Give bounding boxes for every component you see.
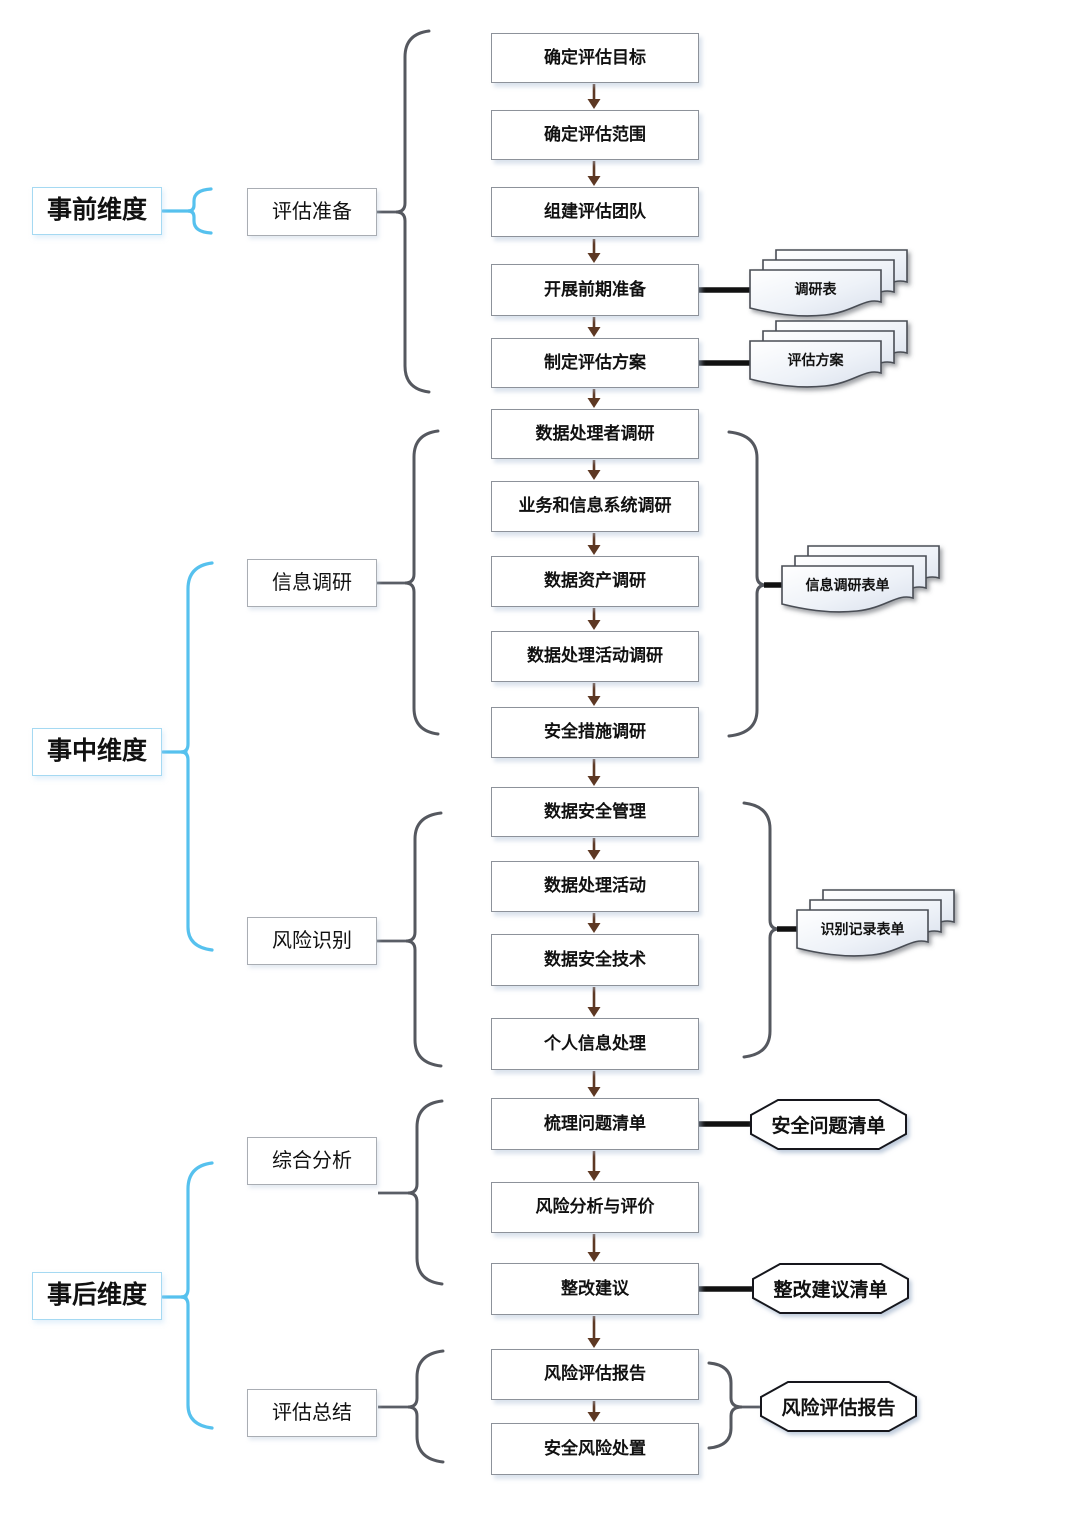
flow-step-label: 确定评估范围 <box>544 124 646 144</box>
flow-step: 个人信息处理 <box>491 1018 699 1070</box>
stage-label: 风险识别 <box>272 930 352 952</box>
dimension-label: 事前维度 <box>46 196 147 225</box>
document-stack <box>781 545 940 613</box>
flow-step: 业务和信息系统调研 <box>491 481 699 532</box>
output-label: 整改建议清单 <box>773 1280 888 1301</box>
stage-box-research: 信息调研 <box>247 559 377 607</box>
flow-arrow-group <box>587 84 601 1422</box>
octagon-shape <box>750 1099 917 1432</box>
dimension-box-during: 事中维度 <box>32 728 162 776</box>
dimension-brace-group <box>161 187 214 1430</box>
flow-step-label: 确定评估目标 <box>544 47 646 67</box>
flow-step-label: 安全措施调研 <box>544 722 646 742</box>
stage-box-analysis: 综合分析 <box>247 1137 377 1185</box>
document-label: 识别记录表单 <box>820 921 905 937</box>
flow-step: 确定评估范围 <box>491 110 699 160</box>
document-stack <box>796 889 955 957</box>
group-brace-left <box>395 29 445 1464</box>
flow-step: 数据处理者调研 <box>491 409 699 459</box>
document-label: 调研表 <box>794 281 837 297</box>
dimension-label: 事中维度 <box>46 737 147 766</box>
flow-step-label: 数据安全技术 <box>544 949 646 969</box>
flow-step: 开展前期准备 <box>491 264 699 316</box>
stage-label: 评估总结 <box>272 1402 352 1424</box>
flow-step-label: 风险评估报告 <box>544 1364 646 1384</box>
flow-step-label: 数据资产调研 <box>544 571 646 591</box>
document-label: 信息调研表单 <box>805 577 890 593</box>
flow-step: 数据处理活动调研 <box>491 631 699 682</box>
flow-step: 确定评估目标 <box>491 33 699 83</box>
flow-step-label: 数据处理活动调研 <box>527 646 663 666</box>
flow-step: 安全措施调研 <box>491 707 699 758</box>
stage-box-summary: 评估总结 <box>247 1389 377 1437</box>
flow-step-label: 梳理问题清单 <box>544 1113 646 1133</box>
flow-step: 风险评估报告 <box>491 1349 699 1400</box>
dimension-label: 事后维度 <box>46 1281 147 1310</box>
flow-step-label: 数据处理者调研 <box>535 423 655 443</box>
stage-label: 评估准备 <box>272 201 352 223</box>
stage-label: 信息调研 <box>272 572 352 594</box>
output-label: 安全问题清单 <box>771 1116 886 1137</box>
flow-step-label: 业务和信息系统调研 <box>518 496 672 516</box>
document-stack <box>749 249 908 317</box>
flow-step: 整改建议 <box>491 1263 699 1315</box>
flow-step: 数据安全管理 <box>491 787 699 837</box>
output-label: 风险评估报告 <box>781 1398 896 1419</box>
flow-step: 数据处理活动 <box>491 861 699 912</box>
dimension-box-post: 事后维度 <box>32 1272 162 1320</box>
document-label: 评估方案 <box>787 352 844 368</box>
flow-step-label: 整改建议 <box>561 1278 629 1298</box>
flow-step: 数据安全技术 <box>491 934 699 986</box>
flow-step-label: 风险分析与评价 <box>535 1197 655 1217</box>
flow-step: 安全风险处置 <box>491 1423 699 1475</box>
flow-step-label: 数据处理活动 <box>544 876 646 896</box>
flow-step-label: 开展前期准备 <box>544 279 646 299</box>
flow-step: 制定评估方案 <box>491 338 699 388</box>
flow-step-label: 制定评估方案 <box>544 352 646 372</box>
flow-step-label: 数据安全管理 <box>544 801 646 821</box>
document-stack <box>749 320 908 388</box>
flow-step-label: 个人信息处理 <box>544 1033 646 1053</box>
flow-step: 数据资产调研 <box>491 556 699 607</box>
stage-box-preparation: 评估准备 <box>247 188 377 236</box>
flow-step-label: 组建评估团队 <box>544 201 646 221</box>
flow-step-label: 安全风险处置 <box>544 1438 646 1458</box>
stage-label: 综合分析 <box>272 1150 352 1172</box>
dimension-box-pre: 事前维度 <box>32 187 162 235</box>
stage-box-risk-identification: 风险识别 <box>247 917 377 965</box>
flow-step: 风险分析与评价 <box>491 1182 699 1233</box>
flow-step: 梳理问题清单 <box>491 1098 699 1150</box>
flow-step: 组建评估团队 <box>491 187 699 237</box>
